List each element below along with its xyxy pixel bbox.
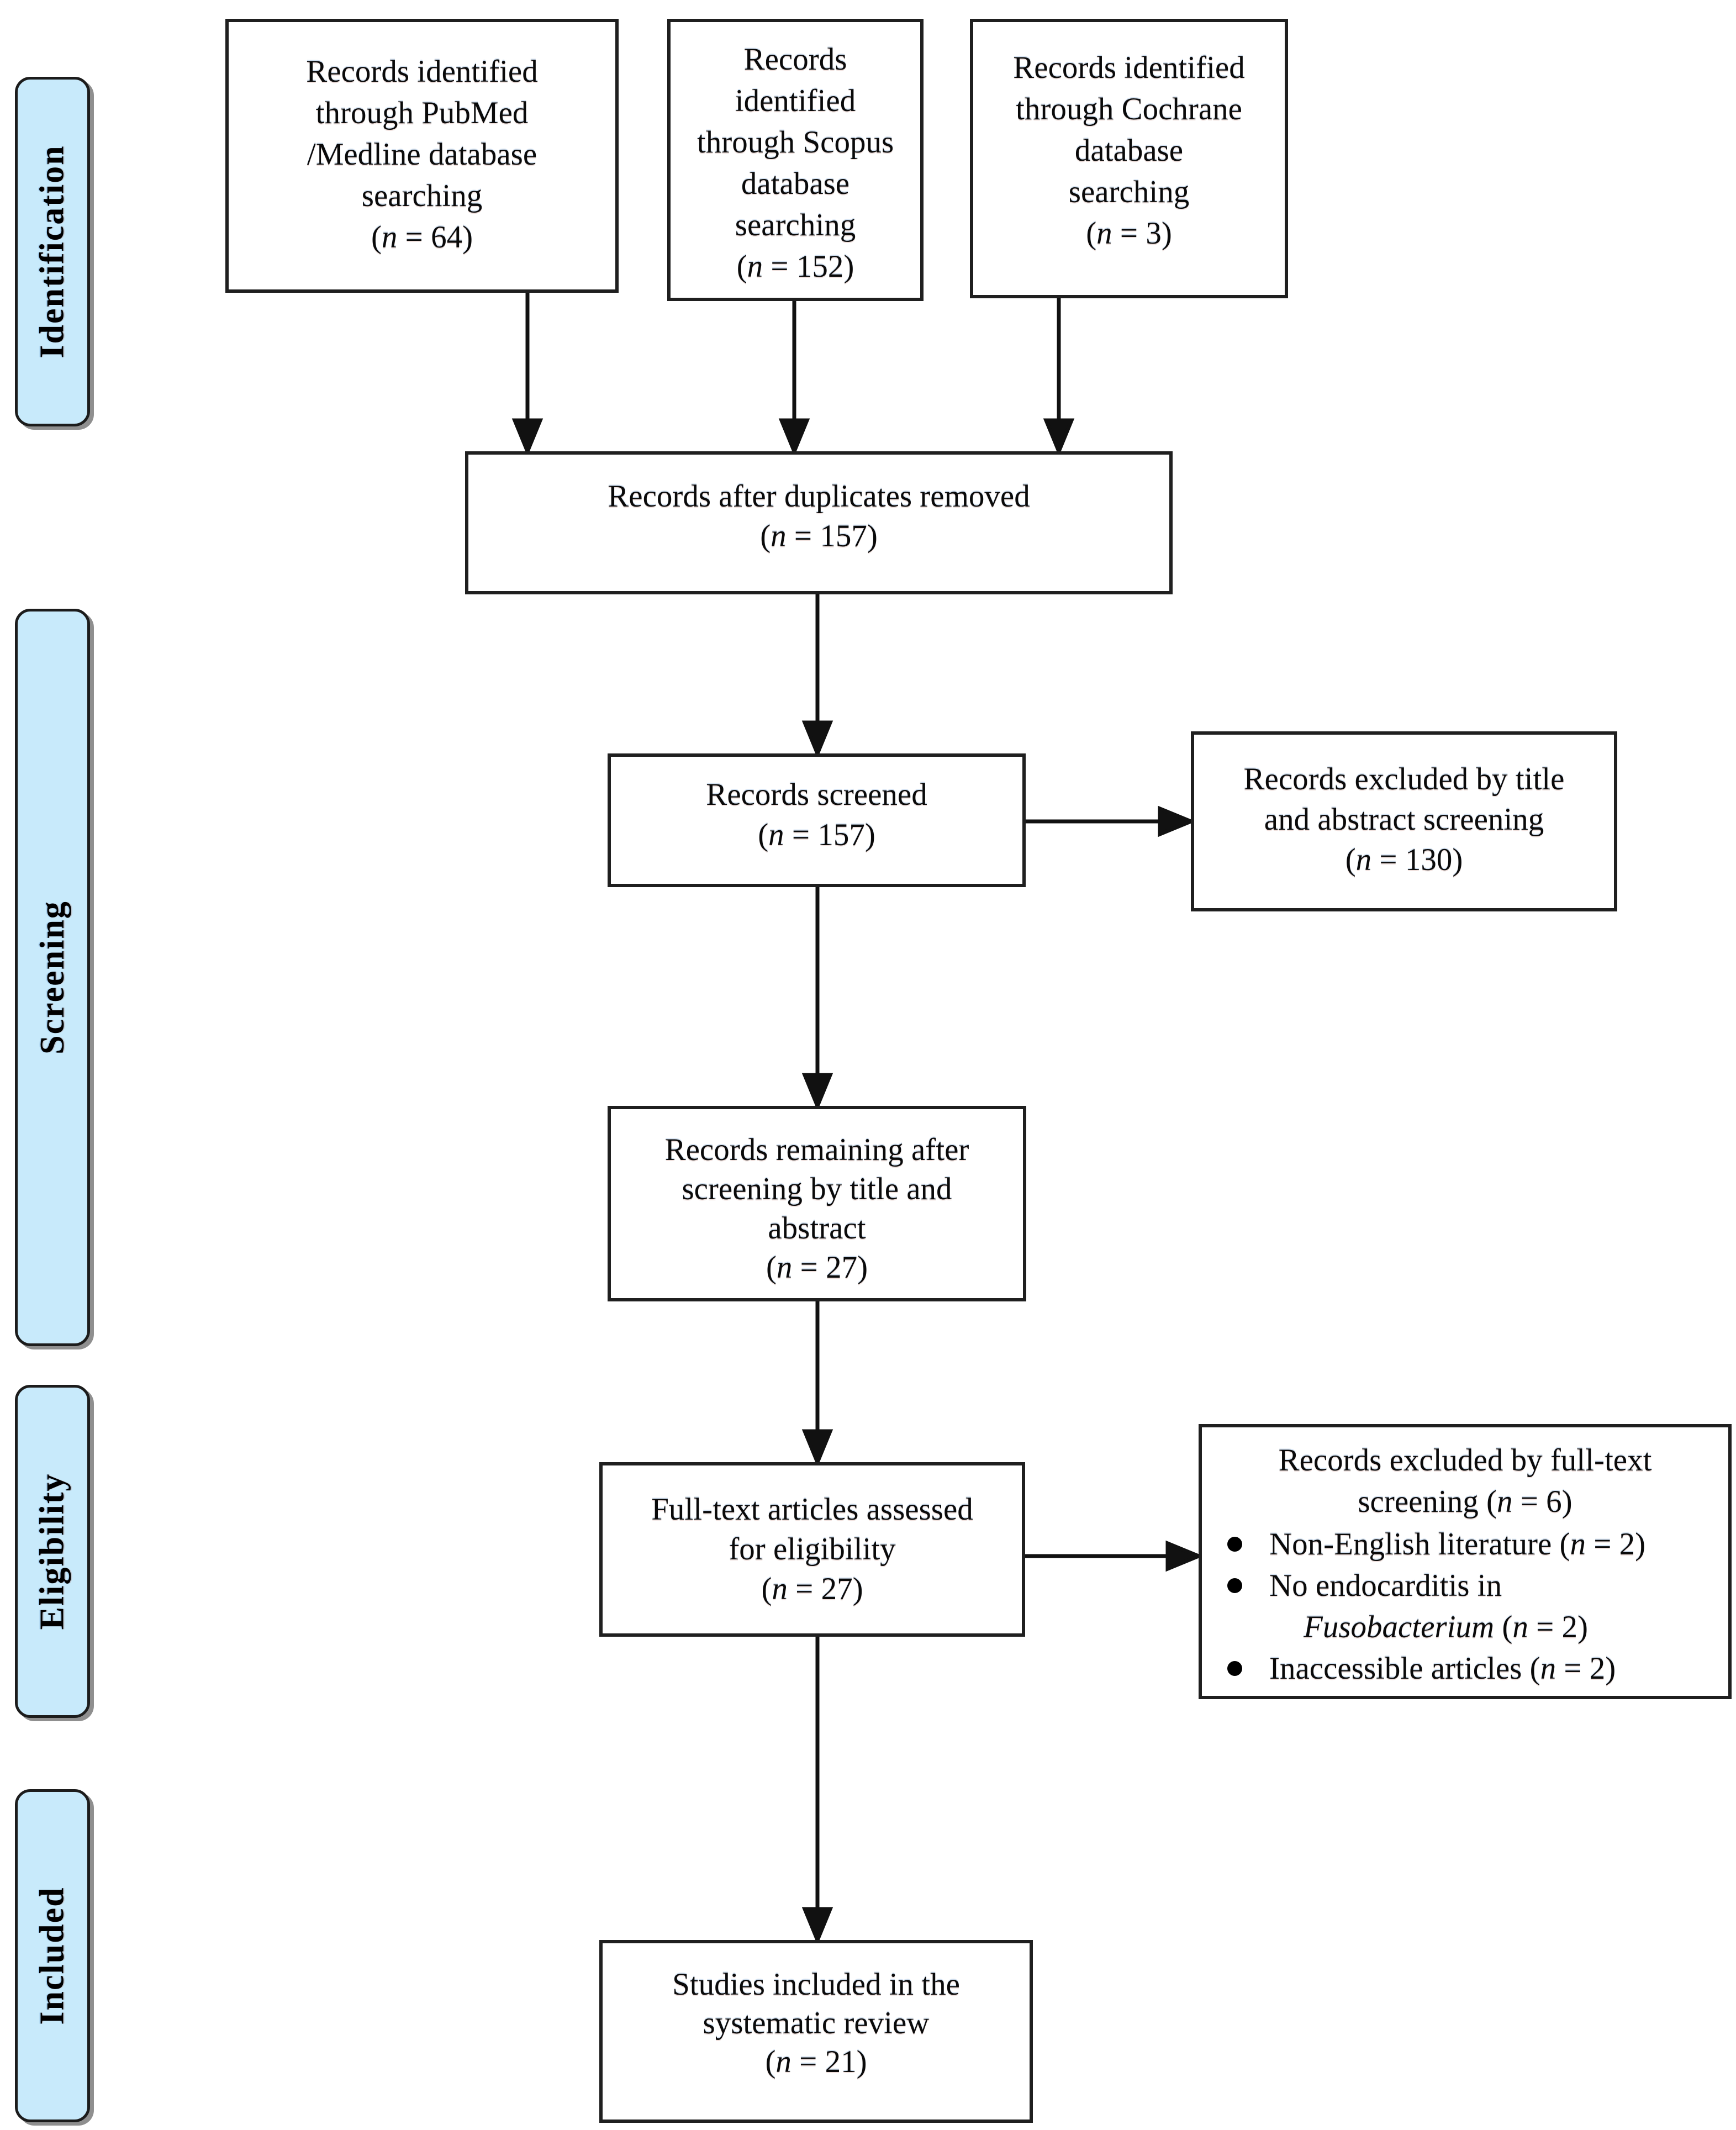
box-records-screened: Records screened (n = 157) <box>608 753 1026 887</box>
box-remaining-line: abstract <box>768 1211 866 1246</box>
excluded-fulltext-reasons-list: Non-English literature (n = 2)No endocar… <box>1202 1523 1728 1689</box>
bullet-icon <box>1227 1537 1242 1552</box>
box-remaining-after-screening: Records remaining after screening by tit… <box>608 1106 1026 1301</box>
bullet-icon <box>1227 1578 1242 1593</box>
box-scopus-line: identified <box>735 83 856 118</box>
box-cochrane-count: (n = 3) <box>1086 216 1172 251</box>
box-duplicates-count: (n = 157) <box>760 519 878 553</box>
arrowhead-duplicates-to-screened <box>801 720 833 759</box>
box-fulltext-assessed: Full-text articles assessed for eligibil… <box>599 1462 1025 1637</box>
stage-screening: Screening <box>15 609 90 1346</box>
box-scopus-count: (n = 152) <box>736 249 854 284</box>
box-excluded-title-line: Records excluded by title <box>1243 762 1565 797</box>
box-excluded-fulltext-title: Records excluded by full-text <box>1278 1443 1652 1478</box>
box-pubmed-line: searching <box>361 178 483 213</box>
box-included-count: (n = 21) <box>765 2044 867 2079</box>
box-remaining-count: (n = 27) <box>766 1250 868 1285</box>
box-pubmed-count: (n = 64) <box>371 220 473 255</box>
arrowhead-cochrane-to-duplicates <box>1043 418 1075 457</box>
box-cochrane-line: searching <box>1068 175 1190 209</box>
bullet-icon <box>1227 1661 1242 1676</box>
stage-eligibility: Eligibility <box>15 1385 90 1718</box>
stage-identification: Identification <box>15 77 90 426</box>
arrowhead-fulltext-to-included <box>801 1907 833 1946</box>
box-remaining-line: screening by title and <box>682 1172 952 1206</box>
arrowhead-remaining-to-fulltext <box>801 1429 833 1468</box>
box-duplicates-line: Records after duplicates removed <box>608 479 1030 514</box>
box-cochrane-line: Records identified <box>1013 50 1245 85</box>
box-remaining-line: Records remaining after <box>664 1132 969 1167</box>
box-excluded-title-abstract: Records excluded by title and abstract s… <box>1191 731 1617 911</box>
box-included-line: systematic review <box>703 2006 930 2041</box>
box-pubmed-line: Records identified <box>306 54 538 89</box>
box-excluded-title-count: (n = 130) <box>1345 842 1463 877</box>
arrowhead-fulltext-to-excluded-fulltext <box>1165 1540 1204 1572</box>
excluded-fulltext-reason: Non-English literature (n = 2) <box>1202 1523 1712 1565</box>
box-scopus-records: Records identified through Scopus databa… <box>667 19 924 301</box>
arrowhead-pubmed-to-duplicates <box>511 418 544 457</box>
arrowhead-screened-to-excluded-title <box>1158 805 1196 837</box>
box-fulltext-line: Full-text articles assessed <box>651 1492 973 1527</box>
arrowhead-scopus-to-duplicates <box>778 418 810 457</box>
box-screened-line: Records screened <box>706 777 927 812</box>
box-cochrane-line: through Cochrane <box>1016 92 1242 126</box>
arrowhead-screened-to-remaining <box>801 1073 833 1111</box>
box-scopus-line: Records <box>743 42 847 77</box>
box-scopus-line: through Scopus <box>696 125 894 160</box>
box-duplicates-removed: Records after duplicates removed (n = 15… <box>465 451 1173 594</box>
box-screened-count: (n = 157) <box>758 818 875 852</box>
box-scopus-line: searching <box>735 208 856 242</box>
box-included-line: Studies included in the <box>672 1967 960 2002</box>
box-fulltext-line: for eligibility <box>729 1532 896 1567</box>
box-excluded-fulltext-title: screening (n = 6) <box>1358 1484 1573 1519</box>
box-fulltext-count: (n = 27) <box>761 1572 863 1606</box>
excluded-fulltext-reason: Inaccessible articles (n = 2) <box>1202 1648 1712 1689</box>
box-excluded-title-line: and abstract screening <box>1264 802 1544 837</box>
box-excluded-fulltext: Records excluded by full-text screening … <box>1199 1424 1732 1699</box>
box-pubmed-records: Records identified through PubMed /Medli… <box>225 19 619 293</box>
box-cochrane-records: Records identified through Cochrane data… <box>970 19 1288 298</box>
box-pubmed-line: through PubMed <box>315 96 529 130</box>
box-studies-included: Studies included in the systematic revie… <box>599 1940 1033 2123</box>
box-scopus-line: database <box>741 166 850 201</box>
box-pubmed-line: /Medline database <box>307 137 537 172</box>
stage-included: Included <box>15 1789 90 2122</box>
box-cochrane-line: database <box>1074 133 1184 168</box>
